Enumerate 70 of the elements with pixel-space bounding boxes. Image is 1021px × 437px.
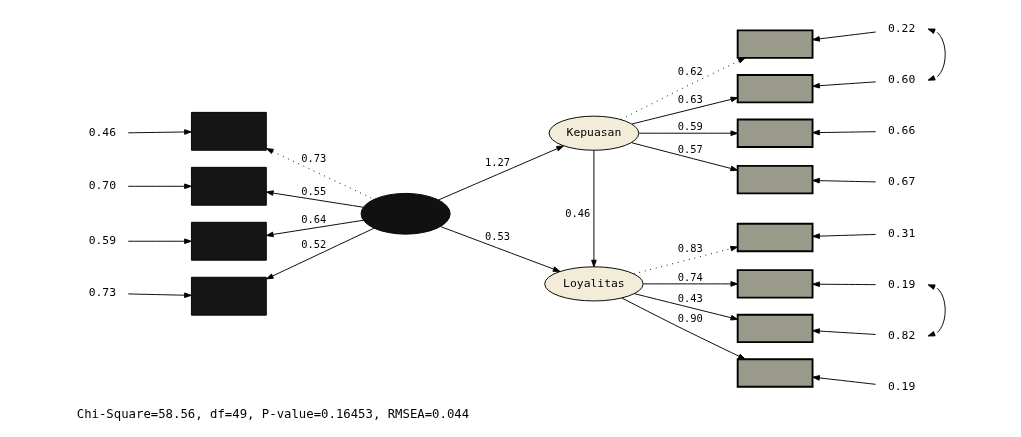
arrow <box>265 190 364 208</box>
arrow <box>633 293 738 321</box>
node-box <box>736 74 813 104</box>
node-box <box>190 276 267 316</box>
arrow <box>811 281 876 287</box>
arrow <box>632 245 738 275</box>
arrow <box>590 149 597 268</box>
arrow <box>265 148 374 200</box>
node-text: 0.59 <box>88 233 116 248</box>
edge-label: 0.52 <box>300 237 326 250</box>
arrow <box>620 57 746 120</box>
edge-label: 0.55 <box>300 184 326 197</box>
node-box <box>736 29 813 59</box>
arrow <box>811 81 876 89</box>
arrow <box>927 28 946 81</box>
arrow <box>642 281 738 287</box>
arrow <box>631 96 738 125</box>
arrow <box>811 233 876 239</box>
arrow <box>811 129 876 136</box>
node-box <box>190 166 267 206</box>
node-box <box>736 164 813 195</box>
arrow <box>127 238 192 245</box>
node-text: 0.73 <box>88 285 116 300</box>
edge-label: 0.43 <box>677 291 703 304</box>
node-text: 0.46 <box>88 125 116 140</box>
arrow <box>127 129 192 135</box>
arrow <box>265 219 364 238</box>
arrow <box>620 297 746 360</box>
node-box <box>736 313 813 344</box>
node-box <box>736 269 813 299</box>
arrow <box>437 145 564 201</box>
edge-label: 0.73 <box>300 152 326 165</box>
node-text: 0.82 <box>887 327 915 342</box>
node-text: 0.67 <box>887 174 915 189</box>
node-box <box>736 222 813 253</box>
node-box <box>736 358 813 388</box>
caption: Chi-Square=58.56, df=49, P-value=0.16453, RMSEA=0.044 <box>76 406 469 421</box>
edge-label: 0.64 <box>300 213 326 226</box>
node-box <box>190 111 267 151</box>
arrow <box>439 226 560 272</box>
edge-label: 0.57 <box>677 142 703 155</box>
edge-label: 1.27 <box>484 156 510 169</box>
node-box <box>190 221 267 261</box>
node-text: 0.66 <box>887 123 915 138</box>
edge-label: 0.90 <box>677 311 703 324</box>
arrow <box>811 31 876 42</box>
arrow <box>811 328 876 335</box>
node-text: 0.70 <box>88 178 116 193</box>
arrow <box>811 177 876 184</box>
edge-label: 0.59 <box>677 120 703 133</box>
node-ellipse <box>360 192 451 235</box>
edge-label: 0.83 <box>677 242 703 255</box>
arrow <box>127 183 192 190</box>
arrow <box>638 130 738 136</box>
arrow <box>265 227 374 280</box>
node-text: 0.19 <box>887 379 915 394</box>
edge-label: 0.62 <box>677 65 703 78</box>
edge-label: 0.53 <box>484 230 510 243</box>
arrow <box>127 292 192 298</box>
node-text: 0.19 <box>887 276 915 291</box>
edge-label: 0.74 <box>677 270 703 283</box>
edge-label: 0.46 <box>564 206 590 219</box>
edge-label: 0.63 <box>677 92 703 105</box>
node-box <box>736 118 813 148</box>
arrow <box>811 375 876 385</box>
node-text: 0.22 <box>887 20 915 35</box>
arrow <box>927 284 946 337</box>
arrow <box>630 142 738 172</box>
node-text: 0.60 <box>887 72 915 87</box>
node-text: 0.31 <box>887 225 915 240</box>
